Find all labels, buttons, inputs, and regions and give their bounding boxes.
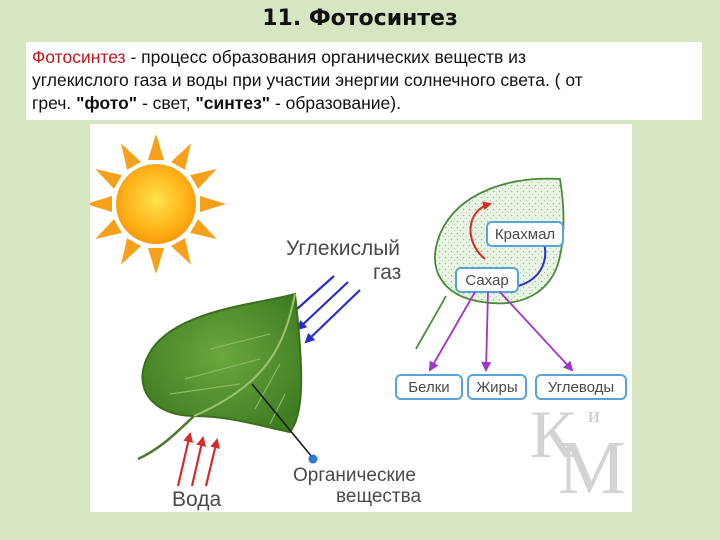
- co2-label-line-2: газ: [373, 261, 401, 284]
- photosynthesis-figure: Углекислый газ Вода Органические веществ…: [90, 124, 632, 512]
- organic-label-line-1: Органические: [293, 465, 416, 486]
- definition-line-3-post: - образование).: [270, 93, 401, 113]
- sugar-label: Сахар: [465, 272, 508, 289]
- definition-line-2: углекислого газа и воды при участии энер…: [32, 70, 583, 90]
- starch-label: Крахмал: [495, 226, 555, 243]
- logo-letter-i: и: [588, 402, 600, 427]
- organic-pointer-line: [251, 383, 313, 458]
- sugar-box: [455, 267, 519, 293]
- photosynthesis-diagram: Углекислый газ Вода Органические веществ…: [90, 134, 627, 511]
- cycle-arrow-red: [469, 201, 492, 260]
- product-label-2: Жиры: [476, 379, 517, 396]
- starch-box: [486, 221, 564, 247]
- definition-word-photo: "фото": [76, 93, 138, 113]
- water-label: Вода: [172, 488, 221, 511]
- definition-line-3: греч. "фото" - свет, "синтез" - образова…: [32, 92, 696, 115]
- logo-letter-m: М: [558, 426, 626, 510]
- definition-box: Фотосинтез - процесс образования органич…: [26, 42, 702, 120]
- definition-word-synthesis: "синтез": [195, 93, 271, 113]
- definition-line-3-mid: - свет,: [137, 93, 196, 113]
- definition-line-3-pre: греч.: [32, 93, 77, 113]
- logo-letter-k: К: [530, 396, 576, 472]
- organic-label-line-2: вещества: [336, 486, 422, 507]
- product-label-3: Углеводы: [548, 379, 614, 396]
- organic-point-marker: [308, 454, 318, 464]
- product-box-2: [467, 374, 527, 400]
- co2-label-line-1: Углекислый: [286, 237, 400, 260]
- water-arrows: [176, 432, 221, 487]
- product-arrows: [429, 291, 574, 372]
- product-box-3: [535, 374, 627, 400]
- km-logo: К и М: [524, 400, 630, 508]
- slide-title: 11. Фотосинтез: [262, 6, 458, 31]
- product-label-1: Белки: [408, 379, 449, 396]
- definition-line-1-text: - процесс образования органических вещес…: [125, 47, 526, 67]
- sun-icon: [90, 134, 226, 274]
- definition-term: Фотосинтез: [32, 47, 126, 67]
- green-leaf: [137, 292, 303, 461]
- product-box-1: [395, 374, 463, 400]
- definition-line-1: Фотосинтез - процесс образования органич…: [32, 46, 696, 69]
